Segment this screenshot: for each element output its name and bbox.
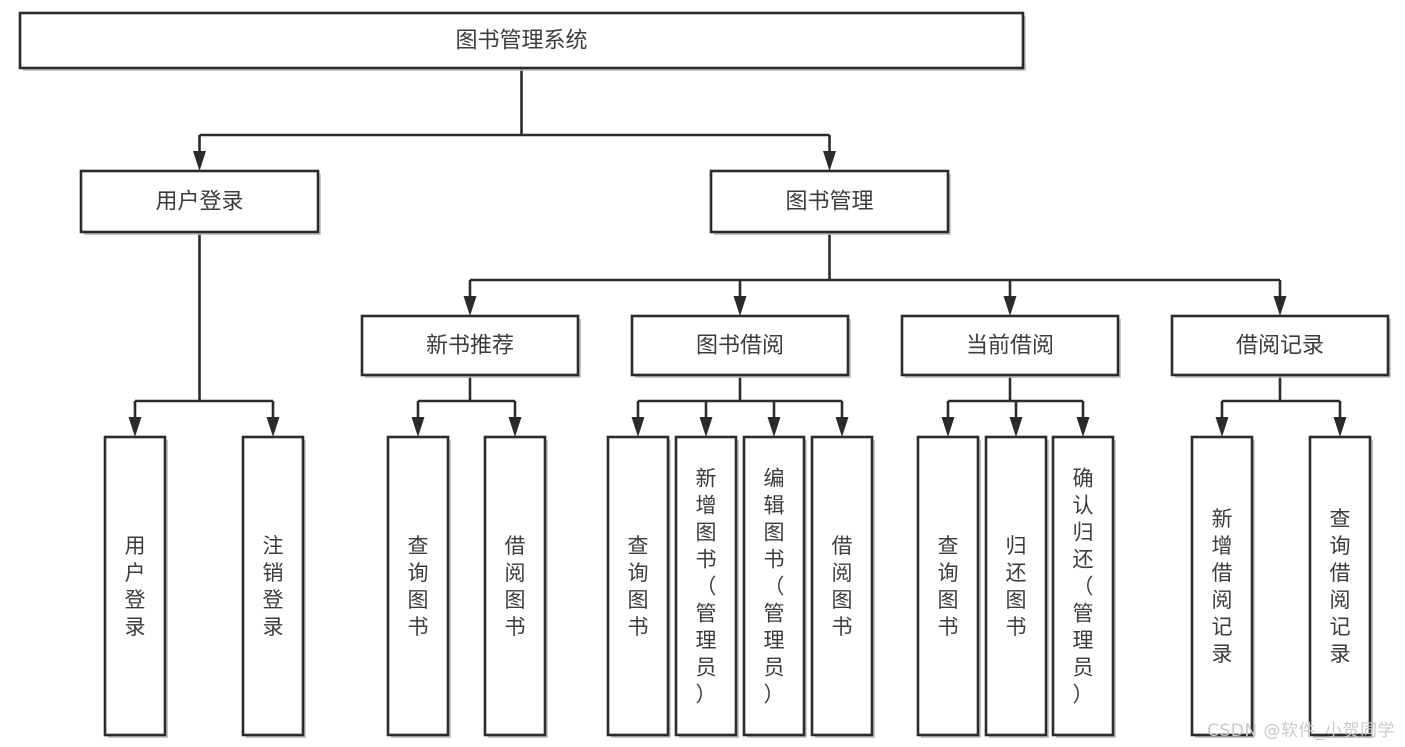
arrow-head-icon — [411, 417, 425, 437]
node-leaf-query-record[interactable]: 查询借阅记录 — [1308, 435, 1373, 738]
node-box[interactable] — [606, 435, 670, 737]
node-box[interactable] — [984, 435, 1048, 737]
node-borrow-record[interactable]: 借阅记录 — [1170, 314, 1391, 378]
node-leaf-confirm-return[interactable]: 确认归还（管理员） — [1051, 435, 1116, 738]
arrow-head-icon — [1215, 417, 1229, 437]
node-new-book-recommend[interactable]: 新书推荐 — [360, 314, 581, 378]
node-box[interactable] — [18, 11, 1025, 70]
node-box[interactable] — [1051, 435, 1115, 737]
node-user-login[interactable]: 用户登录 — [79, 169, 321, 235]
node-label: 查询图书 — [938, 534, 959, 639]
node-leaf-logout[interactable]: 注销登录 — [241, 435, 306, 738]
node-box[interactable] — [1170, 314, 1390, 377]
node-book-manage[interactable]: 图书管理 — [709, 169, 951, 235]
node-leaf-add-record[interactable]: 新增借阅记录 — [1190, 435, 1255, 738]
arrow-head-icon — [631, 417, 645, 437]
arrow-head-icon — [508, 417, 522, 437]
node-box[interactable] — [103, 435, 167, 737]
node-leaf-query-book-3[interactable]: 查询图书 — [916, 435, 981, 738]
arrow-head-icon — [1009, 417, 1023, 437]
node-leaf-query-book-1[interactable]: 查询图书 — [386, 435, 451, 738]
node-leaf-add-book[interactable]: 新增图书（管理员） — [674, 435, 739, 738]
node-box[interactable] — [709, 169, 950, 234]
csdn-watermark: CSDN @软件_小贺同学 — [1207, 721, 1395, 741]
node-label: 查询图书 — [628, 534, 649, 639]
node-box[interactable] — [1190, 435, 1254, 737]
arrow-head-icon — [699, 417, 713, 437]
arrow-head-icon — [823, 151, 836, 171]
node-label: 图书借阅 — [696, 334, 784, 359]
node-leaf-borrow-book-1[interactable]: 借阅图书 — [483, 435, 548, 738]
arrow-head-icon — [266, 417, 280, 437]
arrow-head-icon — [767, 417, 781, 437]
node-label: 用户登录 — [155, 190, 243, 215]
node-box[interactable] — [900, 314, 1120, 377]
node-box[interactable] — [483, 435, 547, 737]
arrow-head-icon — [1333, 417, 1347, 437]
node-label: 查询图书 — [408, 534, 429, 639]
arrow-head-icon — [463, 296, 477, 316]
arrow-head-icon — [128, 417, 142, 437]
arrow-head-icon — [193, 151, 206, 171]
arrow-head-icon — [1273, 296, 1287, 316]
connectors-layer — [128, 68, 1347, 437]
node-box[interactable] — [742, 435, 806, 737]
node-current-borrow[interactable]: 当前借阅 — [900, 314, 1121, 378]
arrow-head-icon — [1076, 417, 1090, 437]
node-label: 图书管理系统 — [455, 29, 587, 54]
node-box[interactable] — [674, 435, 738, 737]
node-label: 新增图书（管理员） — [696, 467, 717, 707]
node-box[interactable] — [1308, 435, 1372, 737]
nodes-layer: 图书管理系统用户登录图书管理新书推荐图书借阅当前借阅借阅记录用户登录注销登录查询… — [18, 11, 1391, 738]
node-label: 借阅图书 — [505, 534, 526, 639]
node-label: 归还图书 — [1006, 534, 1027, 639]
arrow-head-icon — [733, 296, 747, 316]
node-book-borrow[interactable]: 图书借阅 — [630, 314, 851, 378]
arrow-head-icon — [941, 417, 955, 437]
node-box[interactable] — [386, 435, 450, 737]
node-root[interactable]: 图书管理系统 — [18, 11, 1026, 71]
node-label: 编辑图书（管理员） — [764, 467, 785, 707]
node-leaf-query-book-2[interactable]: 查询图书 — [606, 435, 671, 738]
node-label: 借阅记录 — [1236, 334, 1324, 359]
node-label: 新增借阅记录 — [1212, 507, 1233, 666]
node-label: 图书管理 — [785, 190, 873, 215]
node-leaf-edit-book[interactable]: 编辑图书（管理员） — [742, 435, 807, 738]
node-label: 新书推荐 — [426, 334, 514, 359]
node-label: 当前借阅 — [966, 334, 1054, 359]
node-leaf-borrow-book-2[interactable]: 借阅图书 — [810, 435, 875, 738]
node-label: 借阅图书 — [832, 534, 853, 639]
node-box[interactable] — [360, 314, 580, 377]
node-box[interactable] — [810, 435, 874, 737]
node-leaf-return-book[interactable]: 归还图书 — [984, 435, 1049, 738]
node-label: 注销登录 — [263, 534, 284, 639]
node-label: 确认归还（管理员） — [1073, 467, 1094, 707]
node-leaf-user-login[interactable]: 用户登录 — [103, 435, 168, 738]
node-box[interactable] — [241, 435, 305, 737]
node-box[interactable] — [79, 169, 320, 234]
arrow-head-icon — [835, 417, 849, 437]
arrow-head-icon — [1003, 296, 1017, 316]
node-label: 用户登录 — [125, 534, 146, 639]
node-box[interactable] — [916, 435, 980, 737]
node-box[interactable] — [630, 314, 850, 377]
node-label: 查询借阅记录 — [1330, 507, 1351, 666]
